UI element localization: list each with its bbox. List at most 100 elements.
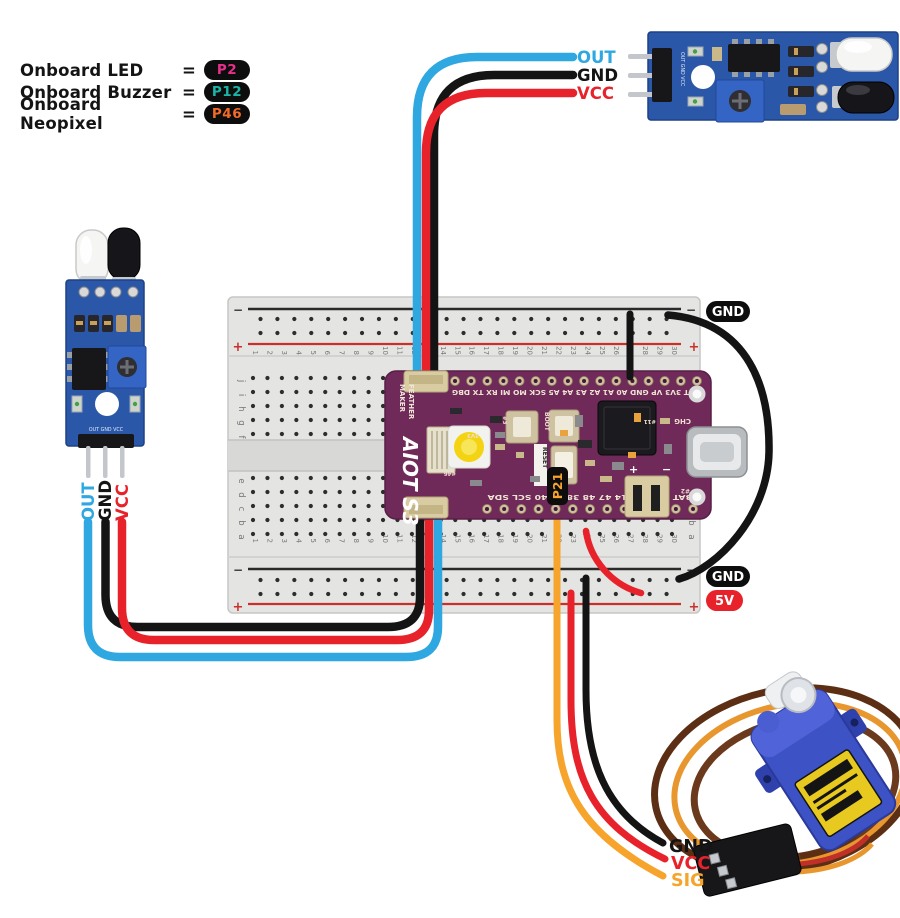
ir-left-comparator-ic (72, 348, 106, 390)
breadboard-hole (308, 417, 313, 423)
board-name-maker: MAKER (398, 384, 406, 413)
column-number-bottom: 19 (511, 534, 519, 543)
breadboard-hole (380, 489, 386, 495)
column-number-top: 7 (338, 351, 346, 355)
rail-hole (444, 577, 449, 583)
breadboard-hole (308, 531, 313, 537)
breadboard-hole (265, 403, 270, 409)
column-number-bottom: 29 (656, 534, 664, 543)
ir-left-header-pins (86, 446, 125, 478)
breadboard-hole (279, 475, 284, 481)
rail-hole (613, 591, 618, 597)
legend-row-buzzer: Onboard Buzzer = P12 (20, 81, 256, 103)
servo-vcc-label: VCC (671, 854, 710, 874)
breadboard-hole (250, 475, 256, 481)
maker-feather-aiot-s3: RST 3V3 VP GND A0 A1 A2 A3 A4 A5 SCK MO … (384, 370, 748, 526)
rail-hole (579, 316, 585, 322)
rail-hole (478, 577, 483, 583)
board-pad-bottom-hole (502, 507, 507, 511)
column-number-top: 14 (439, 346, 447, 355)
column-number-top: 17 (482, 346, 490, 355)
board-pad-top-hole (646, 379, 651, 383)
breadboard-hole (352, 489, 357, 495)
rail-hole (393, 316, 398, 322)
breadboard-hole (352, 417, 357, 423)
legend-equals: = (182, 60, 196, 80)
p21-badge (547, 467, 568, 505)
servo-screw-hole (763, 775, 772, 784)
rail-hole (376, 591, 382, 597)
rail-hole (309, 330, 314, 336)
rail-hole (359, 577, 365, 583)
breadboard-hole (380, 403, 386, 409)
servo-connector-pin (708, 852, 721, 865)
breadboard-hole (265, 517, 270, 523)
board-pad-bottom-hole (691, 507, 696, 511)
rail-hole (461, 591, 466, 597)
column-number-top: 9 (367, 351, 375, 355)
ir-left-indicator-leds (71, 395, 141, 413)
board-pad-bottom-hole (519, 507, 524, 511)
rail-hole (292, 591, 297, 597)
breadboard-hole (366, 517, 371, 523)
row-letter-right: b (686, 520, 696, 525)
ir-sensor-module-top: OUT GND VCC (577, 31, 899, 123)
column-number-bottom: 12 (410, 534, 418, 543)
servo-label-bar (803, 758, 854, 797)
rail-hole (596, 591, 602, 597)
breadboard-hole (380, 375, 386, 381)
column-number-top: 3 (280, 351, 288, 355)
row-letter-left: e (236, 478, 246, 483)
row-letter-left: i (236, 394, 246, 396)
row-letter-left: c (236, 507, 246, 512)
esp32-chip-inner (603, 406, 651, 450)
maker-port-bottom-slot (409, 505, 443, 514)
column-number-top: 1 (251, 351, 259, 355)
rail-hole (562, 316, 568, 322)
rail-hole (275, 330, 280, 336)
breadboard-hole (323, 431, 328, 437)
column-number-bottom: 27 (627, 534, 635, 543)
rail-hole (292, 316, 297, 322)
breadboard-hole (366, 503, 371, 509)
breadboard-hole (380, 517, 386, 523)
breadboard-hole (337, 417, 342, 423)
board-pad-bottom-hole (588, 507, 593, 511)
ir-top-gnd-label: GND (577, 66, 618, 85)
ir-left-out-label: OUT (79, 482, 98, 521)
column-number-bottom: 14 (439, 534, 447, 543)
rail-hole (376, 316, 382, 322)
breadboard-hole (597, 531, 602, 537)
servo-shaft-center (790, 687, 807, 704)
breadboard-hole (380, 531, 386, 537)
breadboard-hole (265, 431, 270, 437)
rail-hole (495, 330, 500, 336)
fpc-pins (431, 431, 448, 469)
column-number-top: 24 (583, 346, 591, 355)
led2-label: #2 (681, 487, 690, 494)
usb-c-slot (700, 442, 734, 462)
board-pad-top-hole (549, 379, 554, 383)
rail-hole (444, 316, 449, 322)
rail-hole (478, 316, 483, 322)
breadboard-hole (366, 431, 371, 437)
rail-hole (292, 577, 297, 583)
column-number-top: 4 (294, 351, 302, 356)
ir-left-header (78, 434, 134, 448)
rail-hole (258, 330, 263, 336)
row-letter-left: f (236, 436, 246, 440)
breadboard-hole (366, 417, 371, 423)
board-pad-bottom-hole (536, 507, 541, 511)
breadboard-hole (265, 417, 270, 423)
ir-top-silkscreen: OUT GND VCC (679, 52, 685, 87)
wire-left-sensor-vcc (117, 511, 434, 645)
breadboard-hole (482, 531, 487, 537)
breadboard-hole (380, 417, 386, 423)
rail-symbol-minus: − (233, 303, 243, 317)
rail-hole (495, 316, 500, 322)
board-pad-top-hole (694, 379, 699, 383)
ir-left-emitter-highlight (80, 236, 92, 264)
rail-hole (664, 577, 669, 583)
column-number-top: 8 (352, 351, 360, 355)
servo-screw-hole (850, 718, 859, 727)
